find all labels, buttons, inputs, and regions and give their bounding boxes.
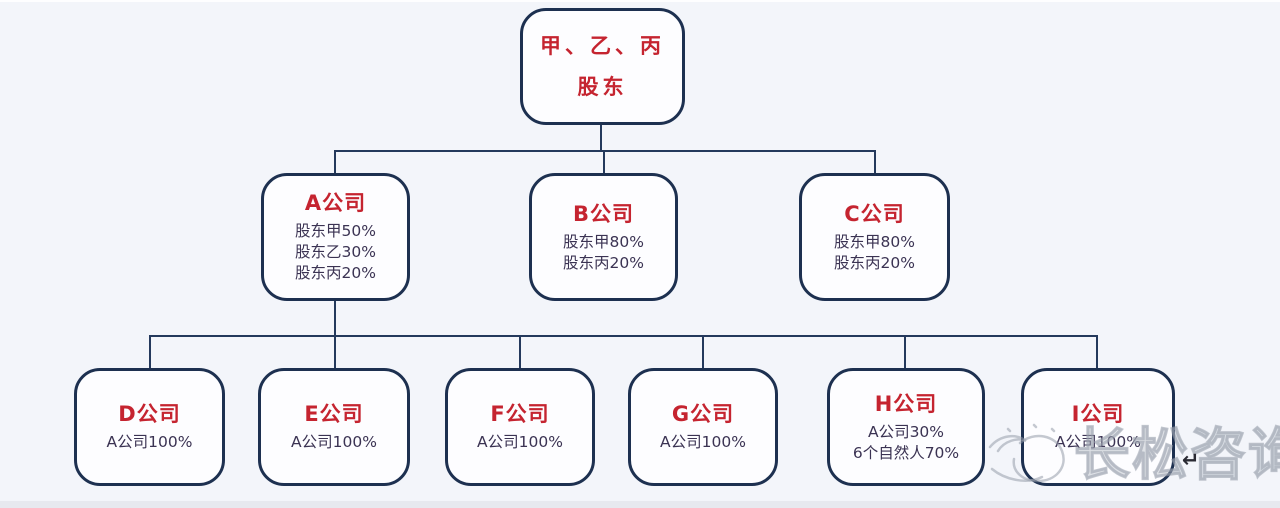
connector-drop-b [603, 150, 605, 175]
company-c-shareholder-2: 股东丙20% [834, 253, 915, 272]
company-a-shareholder-1: 股东甲50% [295, 222, 376, 240]
connector-a-drop [334, 299, 336, 336]
connector-drop-c [874, 150, 876, 175]
node-company-h: H公司 A公司30% 6个自然人70% [827, 368, 985, 486]
company-i-owner: A公司100% [1055, 433, 1141, 451]
company-b-shareholder-1: 股东甲80% [563, 232, 644, 251]
company-e-title: E公司 [304, 402, 364, 426]
company-c-title: C公司 [844, 201, 905, 226]
connector-drop-d [149, 335, 151, 368]
node-shareholders-root: 甲、乙、丙 股东 [520, 8, 685, 125]
connector-drop-i [1096, 335, 1098, 368]
root-title-line2: 股东 [577, 75, 628, 99]
company-b-title: B公司 [572, 201, 634, 226]
company-f-owner: A公司100% [477, 433, 563, 451]
company-d-title: D公司 [118, 402, 181, 426]
return-symbol: ↵ [1182, 448, 1200, 472]
company-a-title: A公司 [304, 191, 367, 215]
company-h-owner-2: 6个自然人70% [852, 443, 960, 462]
node-company-c: C公司 股东甲80% 股东丙20% [799, 173, 950, 301]
node-company-i: I公司 A公司100% [1021, 368, 1175, 486]
company-a-shareholder-3: 股东丙20% [295, 264, 376, 282]
company-h-title: H公司 [874, 391, 938, 416]
company-h-owner-1: A公司30% [867, 422, 945, 441]
node-company-f: F公司 A公司100% [445, 368, 595, 486]
connector-drop-a [334, 150, 336, 175]
company-g-title: G公司 [671, 402, 735, 426]
node-company-b: B公司 股东甲80% 股东丙20% [529, 173, 678, 301]
connector-drop-g [702, 335, 704, 368]
node-company-e: E公司 A公司100% [258, 368, 410, 486]
connector-drop-f [519, 335, 521, 368]
connector-root-drop [600, 124, 602, 151]
connector-drop-e [334, 335, 336, 368]
company-f-title: F公司 [490, 402, 550, 426]
company-e-owner: A公司100% [291, 433, 377, 451]
connector-level3-bus [149, 335, 1098, 337]
node-company-d: D公司 A公司100% [74, 368, 225, 486]
company-i-title: I公司 [1071, 402, 1125, 426]
company-c-shareholder-1: 股东甲80% [834, 232, 915, 251]
root-title-line1: 甲、乙、丙 [540, 34, 665, 58]
company-b-shareholder-2: 股东丙20% [563, 253, 644, 272]
bottom-edge-strip [0, 501, 1280, 508]
company-g-owner: A公司100% [660, 433, 746, 451]
connector-drop-h [904, 335, 906, 368]
node-company-g: G公司 A公司100% [628, 368, 778, 486]
company-a-shareholder-2: 股东乙30% [295, 243, 376, 261]
node-company-a: A公司 股东甲50% 股东乙30% 股东丙20% [261, 173, 410, 301]
connector-level2-bus [334, 150, 876, 152]
company-d-owner: A公司100% [106, 433, 193, 451]
